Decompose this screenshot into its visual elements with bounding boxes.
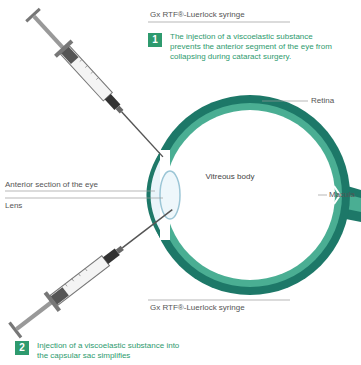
part-label: Gx RTF®-Luerlock syringe — [150, 10, 245, 20]
part-label: Macula — [329, 190, 355, 200]
note-text: Injection of a viscoelastic substance in… — [37, 341, 187, 361]
part-label: Gx RTF®-Luerlock syringe — [150, 303, 245, 313]
callout-number: 1 — [148, 33, 162, 47]
part-label: Retina — [311, 96, 334, 106]
callout-number: 2 — [15, 341, 29, 355]
part-label: Vitreous body — [205, 172, 255, 182]
part-label: Anterior section of the eye — [5, 180, 98, 190]
note-text: The injection of a viscoelastic substanc… — [170, 32, 345, 62]
part-label: Lens — [5, 201, 22, 211]
